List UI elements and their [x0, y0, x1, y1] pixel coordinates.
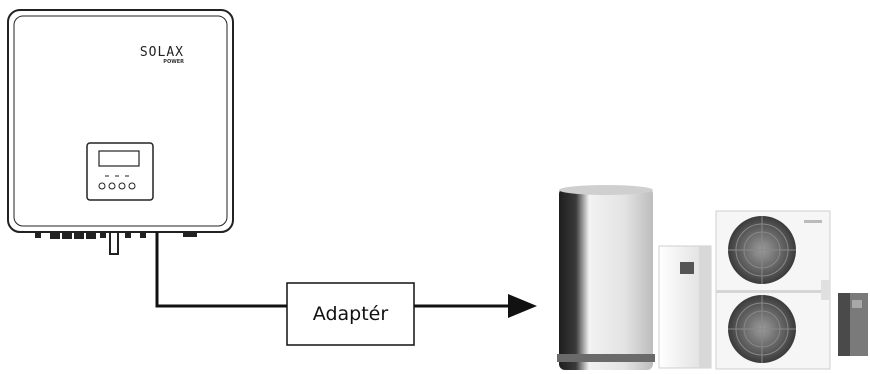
hot-water-tank-icon — [557, 185, 655, 370]
small-grey-unit-icon — [838, 293, 868, 356]
inverter-display-panel — [86, 142, 154, 201]
solax-inverter-icon — [7, 9, 234, 255]
inverter-connectors — [35, 231, 197, 255]
heat-pump-outdoor-unit-icon — [715, 210, 831, 370]
connection-line — [155, 232, 537, 318]
adapter-label: Adaptér — [312, 303, 389, 325]
inverter-brand-subtitle: POWER — [163, 59, 184, 65]
inverter-brand-logo: SOLAX — [139, 45, 184, 60]
adapter-box — [286, 282, 415, 346]
arrow-head-icon — [508, 294, 537, 318]
indoor-unit-icon — [658, 245, 712, 369]
